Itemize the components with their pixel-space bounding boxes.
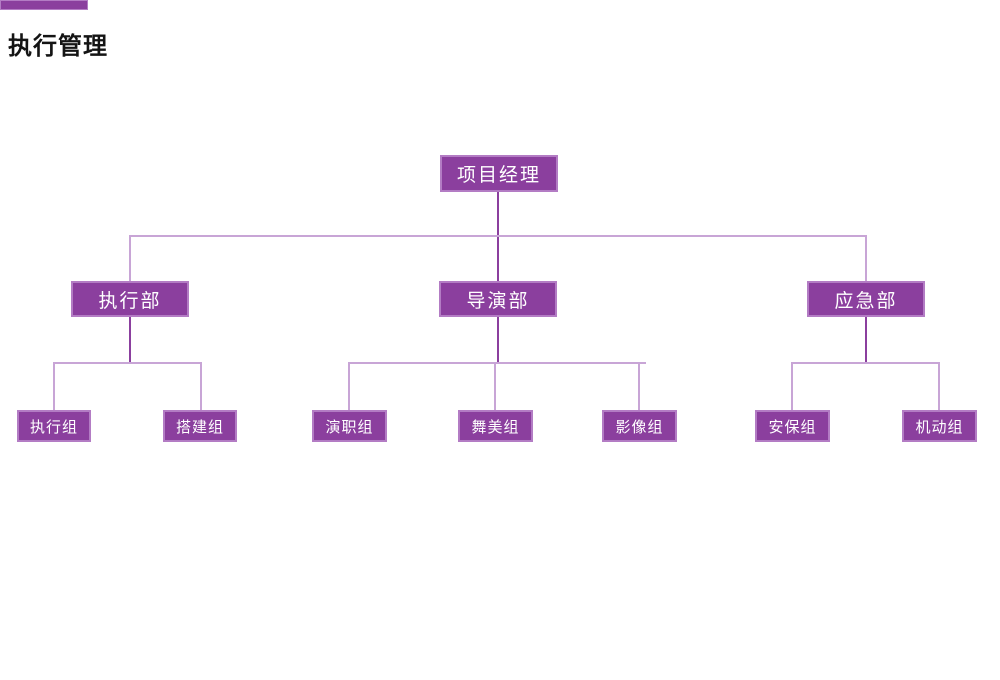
- connector-branch-0-stem: [129, 317, 131, 363]
- connector-level1-hline: [129, 235, 867, 237]
- title-accent-bar: [0, 0, 88, 10]
- connector-drop-child-2-0: [791, 364, 793, 410]
- connector-drop-child-1-1: [494, 364, 496, 410]
- org-node-child-1-0: 演职组: [312, 410, 387, 442]
- connector-branch-2-hline: [791, 362, 940, 364]
- connector-branch-0-hline: [53, 362, 202, 364]
- connector-drop-child-0-0: [53, 364, 55, 410]
- connector-drop-branch-0: [129, 237, 131, 281]
- page-title: 执行管理: [8, 33, 108, 60]
- connector-drop-child-0-1: [200, 364, 202, 410]
- org-node-branch-1: 导演部: [439, 281, 557, 317]
- org-node-child-0-1: 搭建组: [163, 410, 237, 442]
- connector-branch-1-stem: [497, 317, 499, 363]
- org-node-root: 项目经理: [440, 155, 558, 192]
- org-node-branch-2: 应急部: [807, 281, 925, 317]
- org-node-child-1-2: 影像组: [602, 410, 677, 442]
- connector-drop-child-1-2: [638, 364, 640, 410]
- org-node-child-1-1: 舞美组: [458, 410, 533, 442]
- connector-drop-child-2-1: [938, 364, 940, 410]
- org-node-child-2-0: 安保组: [755, 410, 830, 442]
- connector-drop-branch-2: [865, 237, 867, 281]
- connector-branch-2-stem: [865, 317, 867, 363]
- org-node-child-0-0: 执行组: [17, 410, 91, 442]
- org-node-child-2-1: 机动组: [902, 410, 977, 442]
- connector-branch-1-hline: [348, 362, 646, 364]
- org-node-branch-0: 执行部: [71, 281, 189, 317]
- connector-drop-child-1-0: [348, 364, 350, 410]
